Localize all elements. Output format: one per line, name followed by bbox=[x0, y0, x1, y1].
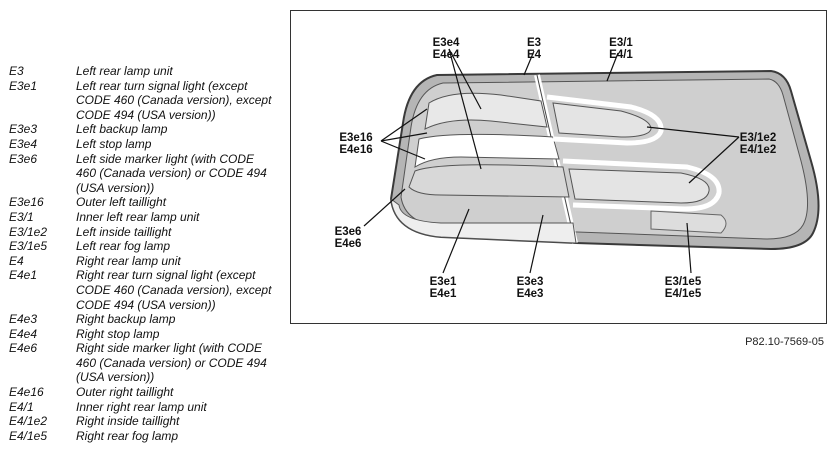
upper-light-bar-inner bbox=[552, 102, 652, 138]
callout-line: E3e16 bbox=[339, 132, 373, 144]
reflector-lower-left bbox=[390, 197, 577, 244]
legend-code: E3e1 bbox=[9, 78, 38, 93]
callout-e3e1-e4e1: E3e1 E4e1 bbox=[429, 276, 457, 300]
callout-e3-1e5-e4-1e5: E3/1e5 E4/1e5 bbox=[664, 276, 702, 300]
legend-description: Left backup lamp bbox=[76, 122, 168, 137]
legend-description: Inner left rear lamp unit bbox=[76, 209, 200, 224]
callout-e3e6-e4e6: E3e6 E4e6 bbox=[334, 226, 362, 250]
callout-line: E3 bbox=[526, 37, 542, 49]
legend-code: E4e6 bbox=[9, 341, 38, 356]
legend-item: E3/1 Inner left rear lamp unit bbox=[0, 210, 290, 225]
legend-description: Left stop lamp bbox=[76, 136, 152, 151]
legend-item: E3/1e5 Left rear fog lamp bbox=[0, 239, 290, 254]
legend-description: Outer right taillight bbox=[76, 385, 174, 400]
lower-light-bar-outer bbox=[408, 164, 570, 198]
legend-description: Left rear lamp unit bbox=[76, 64, 173, 78]
callout-line: E4e3 bbox=[516, 287, 544, 300]
legend-item: E4e6 Right side marker light (with CODE 4… bbox=[0, 341, 290, 385]
taillight-illustration bbox=[363, 48, 820, 274]
legend-code: E4 bbox=[9, 253, 24, 268]
figure-frame: E3e4 E4e4 E3 E4 E3/1 E4/1 E3e16 E4e16 E3… bbox=[290, 10, 827, 324]
legend-item: E4e4 Right stop lamp bbox=[0, 327, 290, 342]
legend-description: Outer left taillight bbox=[76, 195, 167, 210]
legend-description: Left rear fog lamp bbox=[76, 239, 171, 254]
upper-light-bar-outer bbox=[424, 92, 548, 130]
legend-item: E3e1 Left rear turn signal light (except … bbox=[0, 79, 290, 123]
callout-line: E4 bbox=[526, 48, 542, 61]
legend-description: Right stop lamp bbox=[76, 326, 160, 341]
legend-code: E4e1 bbox=[9, 268, 38, 283]
callout-line: E4/1e5 bbox=[664, 287, 702, 300]
legend-description: Inner right rear lamp unit bbox=[76, 399, 207, 414]
callout-line: E3e1 bbox=[429, 276, 457, 288]
leader-lines bbox=[363, 48, 740, 274]
legend-code: E4/1e5 bbox=[9, 428, 48, 443]
legend-item: E4/1 Inner right rear lamp unit bbox=[0, 400, 290, 415]
legend-item: E3e4 Left stop lamp bbox=[0, 137, 290, 152]
legend-item: E4 Right rear lamp unit bbox=[0, 254, 290, 269]
legend-code: E3/1 bbox=[9, 209, 34, 224]
figure-id: P82.10-7569-05 bbox=[745, 336, 824, 348]
callout-e3e3-e4e3: E3e3 E4e3 bbox=[516, 276, 544, 300]
callout-e3-1e2-e4-1e2: E3/1e2 E4/1e2 bbox=[739, 132, 777, 156]
legend-code: E4/1e2 bbox=[9, 414, 48, 429]
legend-item: E3 Left rear lamp unit bbox=[0, 64, 290, 79]
legend-item: E4/1e5 Right rear fog lamp bbox=[0, 429, 290, 444]
legend-code: E4e16 bbox=[9, 385, 44, 400]
legend-description: Right rear turn signal light (except COD… bbox=[76, 268, 272, 312]
legend-item: E3e6 Left side marker light (with CODE 46… bbox=[0, 152, 290, 196]
callout-line: E4e4 bbox=[432, 48, 460, 61]
legend-code: E3/1e5 bbox=[9, 239, 48, 254]
middle-light-bar-outer bbox=[414, 133, 560, 168]
legend-item: E3e16 Outer left taillight bbox=[0, 195, 290, 210]
callout-e3e4-e4e4: E3e4 E4e4 bbox=[432, 37, 460, 61]
legend-description: Right inside taillight bbox=[76, 414, 180, 429]
callout-line: E4e16 bbox=[339, 143, 373, 156]
callout-line: E4e1 bbox=[429, 287, 457, 300]
fog-lamp-lens bbox=[650, 210, 727, 234]
callout-e3e16-e4e16: E3e16 E4e16 bbox=[339, 132, 373, 156]
legend-description: Left inside taillight bbox=[76, 224, 172, 239]
legend-code: E4e4 bbox=[9, 326, 38, 341]
callout-line: E3/1e2 bbox=[739, 132, 777, 144]
legend-item: E4e1 Right rear turn signal light (except… bbox=[0, 268, 290, 312]
callout-e3-1-e4-1: E3/1 E4/1 bbox=[609, 37, 633, 61]
legend-code: E3/1e2 bbox=[9, 224, 48, 239]
legend-code: E4e3 bbox=[9, 312, 38, 327]
legend-description: Right backup lamp bbox=[76, 312, 176, 327]
callout-line: E3e6 bbox=[334, 226, 362, 238]
legend-item: E3/1e2 Left inside taillight bbox=[0, 225, 290, 240]
legend-item: E4e16 Outer right taillight bbox=[0, 385, 290, 400]
legend-code: E3e6 bbox=[9, 151, 38, 166]
legend-code: E3e3 bbox=[9, 122, 38, 137]
callout-line: E4/1 bbox=[609, 48, 633, 61]
legend-description: Right rear fog lamp bbox=[76, 428, 179, 443]
callout-line: E3e3 bbox=[516, 276, 544, 288]
legend-item: E3e3 Left backup lamp bbox=[0, 122, 290, 137]
legend-code: E4/1 bbox=[9, 399, 34, 414]
callout-line: E4e6 bbox=[334, 237, 362, 250]
callout-line: E4/1e2 bbox=[739, 143, 777, 156]
legend-code: E3 bbox=[9, 64, 24, 78]
legend-description: Right side marker light (with CODE 460 (… bbox=[76, 341, 267, 385]
callout-line: E3/1 bbox=[609, 37, 633, 49]
inner-chrome-loop-lower bbox=[562, 158, 722, 212]
callout-line: E3e4 bbox=[432, 37, 460, 49]
legend-code: E3e16 bbox=[9, 195, 44, 210]
callout-e3-e4: E3 E4 bbox=[526, 37, 542, 61]
callout-line: E3/1e5 bbox=[664, 276, 702, 288]
lower-light-bar-inner bbox=[568, 168, 710, 204]
legend-code: E3e4 bbox=[9, 136, 38, 151]
legend-description: Right rear lamp unit bbox=[76, 253, 181, 268]
legend-description: Left side marker light (with CODE 460 (C… bbox=[76, 151, 267, 195]
legend-item: E4e3 Right backup lamp bbox=[0, 312, 290, 327]
inner-chrome-loop-upper bbox=[546, 94, 664, 146]
legend-description: Left rear turn signal light (except CODE… bbox=[76, 78, 272, 122]
legend-item: E4/1e2 Right inside taillight bbox=[0, 414, 290, 429]
